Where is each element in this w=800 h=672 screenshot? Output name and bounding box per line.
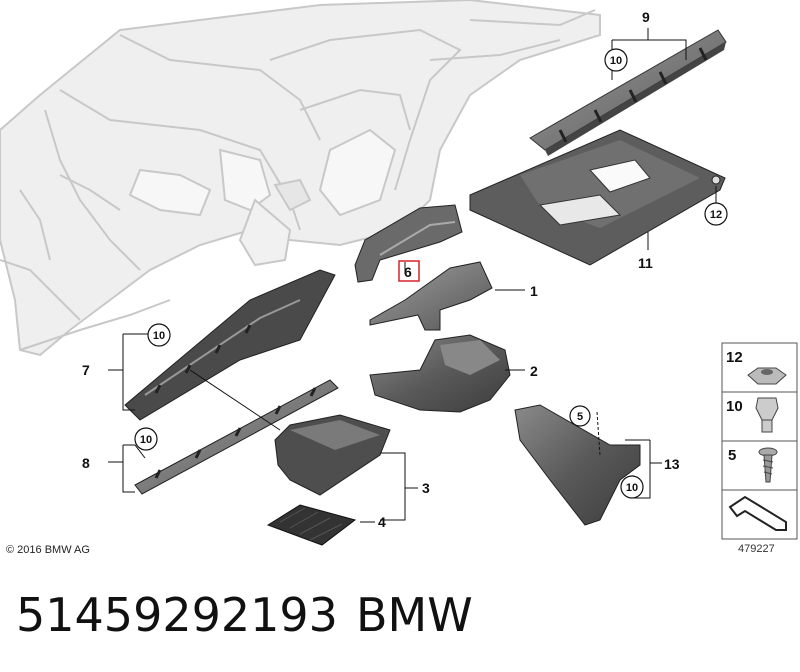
callout-13: 13 xyxy=(664,456,680,472)
screw-icon xyxy=(758,447,778,483)
svg-text:12: 12 xyxy=(710,209,722,221)
svg-text:10: 10 xyxy=(153,330,165,342)
circled-callout-10-right: 10 xyxy=(620,475,644,499)
circled-callout-10-top: 10 xyxy=(604,48,628,72)
callout-6-highlight xyxy=(398,260,420,282)
callout-8: 8 xyxy=(82,455,90,471)
svg-text:10: 10 xyxy=(140,434,152,446)
legend-number-12: 12 xyxy=(726,349,743,366)
brand-name: BMW xyxy=(356,588,473,642)
circled-callout-10-left: 10 xyxy=(147,323,171,347)
circled-callout-12: 12 xyxy=(704,202,728,226)
arrow-icon xyxy=(728,495,787,531)
part-7-knee-trim[interactable] xyxy=(124,269,336,421)
circled-callout-10-lower: 10 xyxy=(134,427,158,451)
svg-text:10: 10 xyxy=(610,55,622,67)
callout-7: 7 xyxy=(82,362,90,378)
callout-2: 2 xyxy=(530,363,538,379)
callout-11: 11 xyxy=(638,255,653,271)
part-3-glovebox[interactable] xyxy=(274,414,391,496)
nut-icon xyxy=(747,367,787,385)
reference-number: 479227 xyxy=(738,543,775,555)
part-2-column-cover-lower[interactable] xyxy=(369,334,511,413)
part-9-trim-strip[interactable] xyxy=(529,29,727,156)
part-1-column-cover-upper[interactable] xyxy=(369,261,493,331)
circled-callout-5: 5 xyxy=(569,405,591,427)
clip-icon xyxy=(755,397,779,433)
parts-diagram: 1 2 3 4 7 8 9 11 13 6 10 10 10 10 12 5 1… xyxy=(0,0,798,556)
svg-text:10: 10 xyxy=(626,482,638,494)
dashboard-outline xyxy=(0,0,601,357)
part-8-lower-strip[interactable] xyxy=(134,379,339,495)
fastener-legend: 12 10 5 xyxy=(721,342,798,540)
part-number: 51459292193 xyxy=(16,588,338,642)
part-13-side-panel[interactable] xyxy=(514,404,641,526)
callout-1: 1 xyxy=(530,283,538,299)
part-6-bracket[interactable] xyxy=(354,204,463,283)
footer: 51459292193 BMW xyxy=(0,578,800,658)
part-11-lower-panel[interactable] xyxy=(469,129,726,266)
part-4-mat[interactable] xyxy=(266,504,357,546)
callout-6: 6 xyxy=(404,264,412,280)
callout-9: 9 xyxy=(642,9,650,25)
copyright-text: © 2016 BMW AG xyxy=(6,544,90,556)
callout-3: 3 xyxy=(422,480,430,496)
legend-number-10: 10 xyxy=(726,398,743,415)
legend-number-5: 5 xyxy=(728,447,736,464)
leader-lines xyxy=(108,28,717,523)
svg-text:5: 5 xyxy=(577,411,583,423)
callout-4: 4 xyxy=(378,514,386,530)
